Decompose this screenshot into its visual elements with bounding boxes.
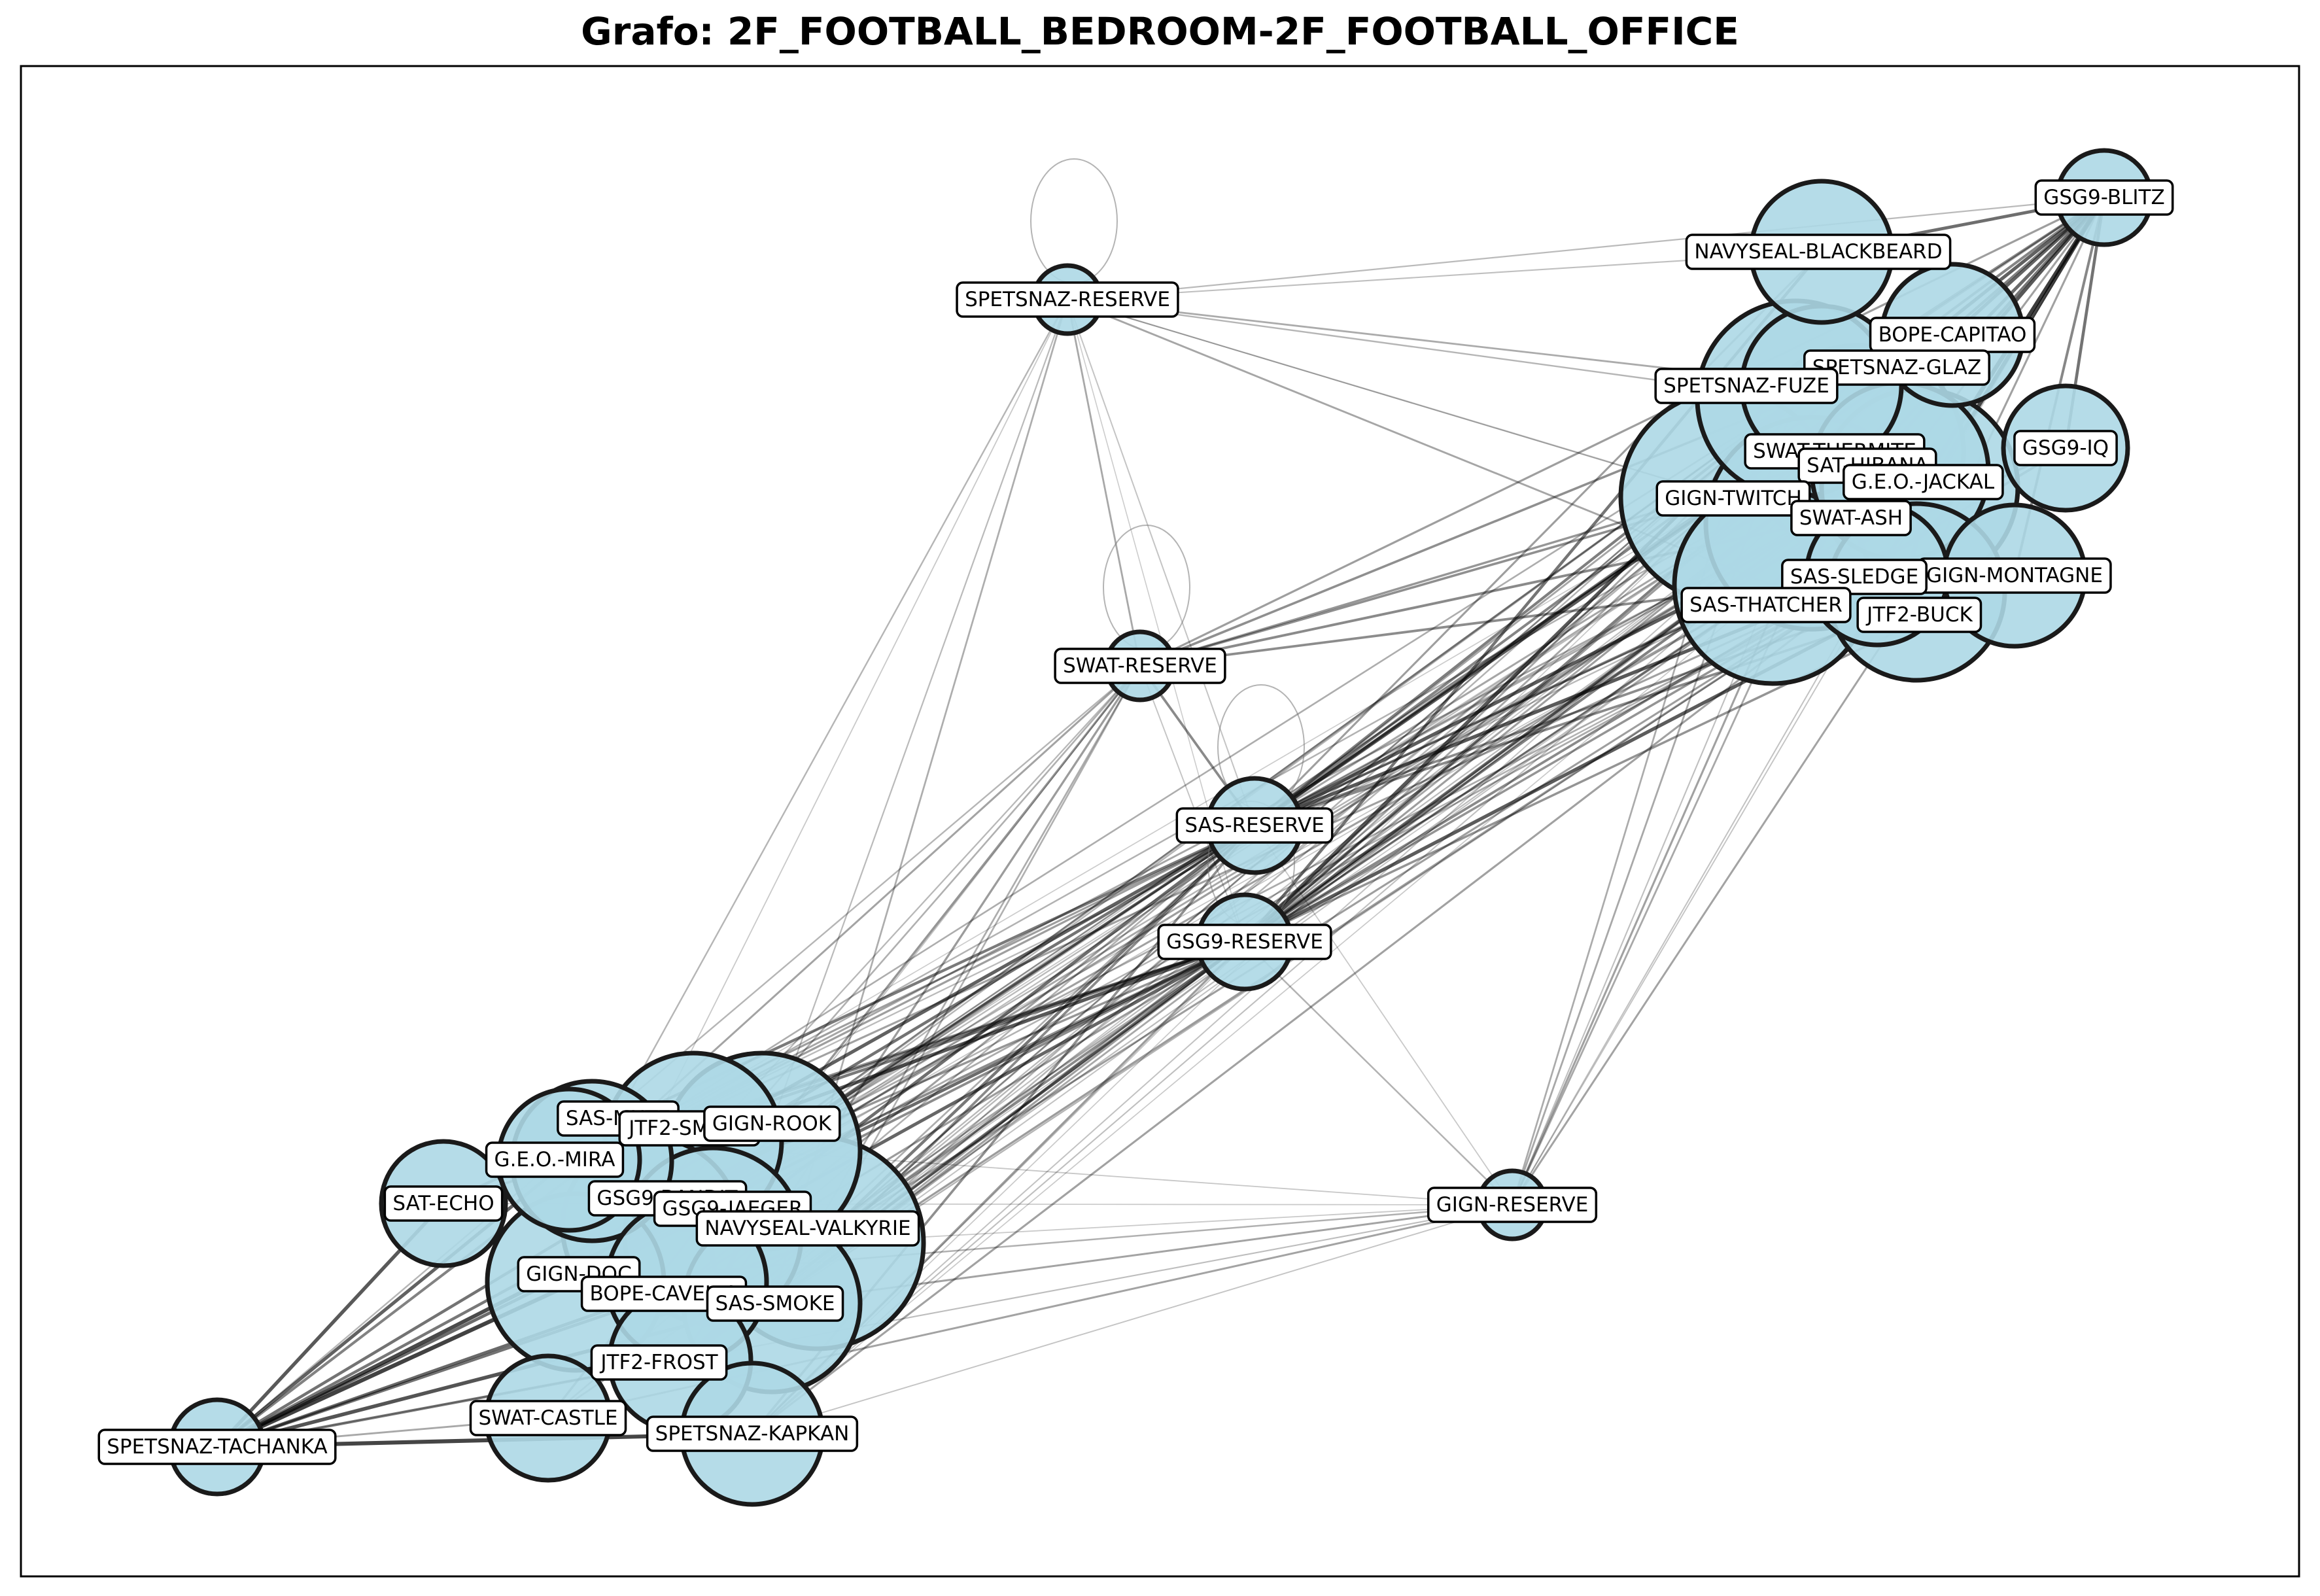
svg-text:SWAT-RESERVE: SWAT-RESERVE [1063, 654, 1217, 678]
edge-spetsnaz-tachanka-g-e-o-mira [216, 1158, 570, 1448]
node-label-gign-montagne: GIGN-MONTAGNE [1917, 557, 2112, 594]
node-label-swat-castle: SWAT-CASTLE [469, 1400, 627, 1436]
node-label-spetsnaz-kapkan: SPETSNAZ-KAPKAN [646, 1415, 859, 1452]
svg-text:GIGN-RESERVE: GIGN-RESERVE [1436, 1193, 1589, 1217]
edge-gign-reserve-gsg9-reserve [1244, 941, 1513, 1206]
node-label-bope-capitao: BOPE-CAPITAO [1869, 317, 2036, 353]
edge-swat-reserve-gign-rook [761, 665, 1141, 1152]
edge-swat-ash-spetsnaz-kapkan [752, 523, 1812, 1434]
edge-sas-sledge-navyseal-valkyrie [817, 573, 1878, 1244]
node-label-sas-smoke: SAS-SMOKE [706, 1285, 844, 1322]
svg-text:SAS-THATCHER: SAS-THATCHER [1689, 593, 1843, 617]
node-label-gsg9-blitz: GSG9-BLITZ [2034, 179, 2174, 216]
edge-spetsnaz-fuze-sas-mute [591, 398, 1796, 1162]
edge-swat-ash-navyseal-valkyrie [817, 523, 1812, 1243]
edge-swat-ash-sas-smoke [771, 522, 1812, 1305]
svg-text:SAS-RESERVE: SAS-RESERVE [1185, 814, 1324, 837]
edge-gign-twitch-sas-mute [591, 496, 1727, 1162]
svg-text:SWAT-CASTLE: SWAT-CASTLE [478, 1406, 617, 1430]
edge-gign-reserve-sas-thatcher [1512, 585, 1773, 1206]
svg-text:JTF2-BUCK: JTF2-BUCK [1865, 603, 1973, 627]
node-label-spetsnaz-glaz: SPETSNAZ-GLAZ [1803, 349, 1990, 386]
node-label-gsg9-iq: GSG9-IQ [2013, 430, 2118, 466]
svg-text:GIGN-MONTAGNE: GIGN-MONTAGNE [1926, 564, 2103, 587]
svg-text:SPETSNAZ-KAPKAN: SPETSNAZ-KAPKAN [655, 1422, 850, 1446]
edge-sas-thatcher-navyseal-valkyrie [817, 585, 1773, 1243]
edge-spetsnaz-reserve-swat-reserve [1066, 299, 1141, 667]
node-label-navyseal-blackbeard: NAVYSEAL-BLACKBEARD [1685, 234, 1952, 270]
svg-text:G.E.O.-MIRA: G.E.O.-MIRA [494, 1148, 615, 1171]
node-label-navyseal-valkyrie: NAVYSEAL-VALKYRIE [695, 1210, 920, 1247]
node-label-sas-reserve: SAS-RESERVE [1175, 807, 1334, 844]
node-label-jtf2-buck: JTF2-BUCK [1856, 597, 1982, 633]
node-label-jtf2-frost: JTF2-FROST [590, 1344, 728, 1381]
edge-gign-reserve-sas-reserve [1254, 825, 1513, 1206]
edge-sas-sledge-gign-rook [761, 573, 1878, 1153]
svg-text:NAVYSEAL-VALKYRIE: NAVYSEAL-VALKYRIE [704, 1217, 910, 1240]
labels-layer: GSG9-BLITZ NAVYSEAL-BLACKBEARD BOPE-CAPITA… [97, 179, 2174, 1465]
node-label-gign-rook: GIGN-ROOK [703, 1105, 841, 1142]
edge-swat-reserve-sas-thatcher [1139, 584, 1773, 667]
node-label-swat-reserve: SWAT-RESERVE [1054, 648, 1226, 684]
plot-frame [20, 65, 2300, 1578]
svg-text:SPETSNAZ-TACHANKA: SPETSNAZ-TACHANKA [107, 1435, 328, 1459]
edge-gign-reserve-navyseal-valkyrie [817, 1204, 1513, 1243]
svg-text:BOPE-CAPITAO: BOPE-CAPITAO [1879, 323, 2027, 347]
edge-gign-reserve-sas-sledge [1512, 574, 1878, 1206]
svg-text:SAS-SLEDGE: SAS-SLEDGE [1790, 565, 1918, 589]
edge-sas-sledge-spetsnaz-kapkan [752, 573, 1878, 1435]
svg-text:SPETSNAZ-RESERVE: SPETSNAZ-RESERVE [965, 288, 1170, 311]
edge-spetsnaz-reserve-gign-twitch [1067, 298, 1727, 498]
edge-spetsnaz-reserve-sas-reserve [1067, 299, 1255, 826]
node-label-spetsnaz-reserve: SPETSNAZ-RESERVE [956, 281, 1179, 318]
node-label-sas-sledge: SAS-SLEDGE [1781, 559, 1928, 595]
node-label-gign-twitch: GIGN-TWITCH [1655, 480, 1811, 517]
svg-text:SPETSNAZ-GLAZ: SPETSNAZ-GLAZ [1812, 356, 1981, 379]
edge-spetsnaz-reserve-gsg9-blitz [1067, 196, 2105, 301]
svg-text:G.E.O.-JACKAL: G.E.O.-JACKAL [1852, 470, 1995, 494]
node-label-g-e-o-jackal: G.E.O.-JACKAL [1843, 464, 2004, 500]
svg-text:SAS-SMOKE: SAS-SMOKE [715, 1292, 835, 1315]
svg-text:GIGN-ROOK: GIGN-ROOK [712, 1112, 832, 1136]
svg-text:NAVYSEAL-BLACKBEARD: NAVYSEAL-BLACKBEARD [1694, 240, 1942, 264]
node-label-swat-ash: SWAT-ASH [1790, 500, 1912, 536]
svg-text:GSG9-RESERVE: GSG9-RESERVE [1166, 930, 1323, 954]
node-label-gsg9-reserve: GSG9-RESERVE [1157, 924, 1332, 960]
svg-text:GIGN-TWITCH: GIGN-TWITCH [1665, 487, 1802, 510]
svg-text:SPETSNAZ-FUZE: SPETSNAZ-FUZE [1663, 374, 1829, 398]
edge-sas-thatcher-spetsnaz-kapkan [752, 585, 1773, 1434]
svg-text:SWAT-ASH: SWAT-ASH [1799, 506, 1903, 530]
edge-spetsnaz-reserve-gign-rook [761, 299, 1069, 1152]
edge-spetsnaz-reserve-sas-mute [591, 299, 1069, 1162]
edge-gign-reserve-jtf2-buck [1511, 591, 1918, 1206]
edge-gign-reserve-spetsnaz-kapkan [752, 1204, 1513, 1434]
edge-gsg9-reserve-gign-twitch [1244, 496, 1727, 943]
svg-text:JTF2-FROST: JTF2-FROST [599, 1351, 718, 1374]
node-label-sat-echo: SAT-ECHO [383, 1185, 504, 1222]
svg-text:GSG9-BLITZ: GSG9-BLITZ [2043, 186, 2164, 209]
edge-swat-reserve-navyseal-valkyrie [816, 665, 1141, 1243]
node-label-sas-thatcher: SAS-THATCHER [1680, 587, 1852, 623]
node-label-spetsnaz-fuze: SPETSNAZ-FUZE [1654, 368, 1839, 404]
svg-text:GSG9-IQ: GSG9-IQ [2022, 436, 2109, 460]
node-label-g-e-o-mira: G.E.O.-MIRA [485, 1141, 625, 1178]
svg-text:SAT-ECHO: SAT-ECHO [392, 1192, 494, 1215]
chart-title: Grafo: 2F_FOOTBALL_BEDROOM-2F_FOOTBALL_O… [581, 9, 1739, 54]
node-label-gign-reserve: GIGN-RESERVE [1427, 1187, 1598, 1223]
edge-gsg9-reserve-sas-thatcher [1244, 584, 1773, 943]
node-label-spetsnaz-tachanka: SPETSNAZ-TACHANKA [97, 1429, 337, 1465]
